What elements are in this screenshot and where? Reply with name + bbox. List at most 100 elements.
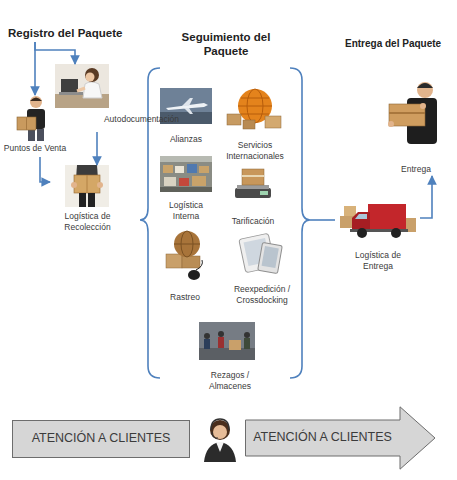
process-item: Rezagos / Almacenes [195,322,265,394]
service-arrow: ATENCIÓN A CLIENTES [245,406,437,470]
text-holder: Seguimiento del Paquete [171,30,281,59]
process-item: Logística Interna [155,156,217,230]
courier-figure [17,96,45,141]
windshield [355,214,367,219]
parcel [340,216,354,228]
tape [389,112,425,114]
parcel [74,175,100,193]
leg [79,193,86,207]
section-heading: Registro del Paquete [8,26,142,42]
node-caption: Rezagos / Almacenes [195,370,265,391]
face [30,96,42,108]
hand [71,182,77,188]
headset [211,419,229,430]
crate [164,177,176,186]
node-caption: Alianzas [155,134,217,145]
right-brace [290,68,310,378]
storage-photo [199,322,255,360]
flow-connector [40,157,50,182]
warehouse-photo [160,156,212,192]
text-holder: Servicios Internacionales [215,140,295,161]
node-caption: ATENCIÓN A CLIENTES [32,431,171,447]
microphone [212,432,218,438]
hair [85,68,99,82]
globe [174,231,200,257]
node-caption: Autodocumentación [103,114,180,125]
process-item: Entrega [385,80,447,176]
jacket [204,442,236,462]
leg [88,193,95,207]
text-holder: Tarificación [222,216,284,227]
ceiling [160,156,212,162]
node-caption: Rastreo [152,292,218,303]
process-item: Logística de Entrega [335,198,420,276]
collar [216,442,224,452]
section-heading: Registro del Paquete [8,26,142,40]
floor [160,187,212,192]
crate [187,164,197,173]
text-holder: Logística Interna [155,200,217,221]
devices-icon [239,233,282,273]
text-holder: ATENCIÓN A CLIENTES [245,420,400,456]
flow-connector [310,219,335,221]
text-holder: Rezagos / Almacenes [195,370,265,391]
node-caption: Tarificación [222,216,284,227]
process-item: Puntos de Venta [2,95,68,157]
process-item: Alianzas [155,88,217,148]
screen [262,246,279,268]
wing [184,108,193,114]
text-holder: Registro del Paquete [8,26,142,40]
text-holder: Puntos de Venta [2,143,68,154]
node-caption: Reexpedición / Crossdocking [222,284,302,305]
parcel [243,120,255,129]
text-holder: Logística de Entrega [343,250,413,271]
parcel [344,206,356,216]
flow-connector [35,42,75,64]
text-holder: Entrega [385,164,447,175]
display [260,191,268,195]
truck-body [368,204,406,230]
agent-figure [204,419,236,462]
node-caption: Puntos de Venta [2,143,68,154]
text-holder: Rastreo [152,292,218,303]
hand [420,103,426,109]
tracking-icon [166,231,202,280]
scale-icon [235,169,271,198]
equator [174,244,200,245]
parcel [166,254,182,268]
parcel [389,104,425,126]
truck-cab [352,212,370,230]
node-caption: Logística Interna [155,200,217,221]
wing [182,98,193,106]
arrow-outline [246,407,436,469]
blouse [83,82,102,98]
parcel [182,256,200,268]
crate [179,178,189,186]
laptop-screen [61,79,78,93]
crate [199,166,209,173]
tape [26,117,27,130]
leg [28,129,35,141]
torso [75,165,99,193]
hair [210,420,230,440]
node-caption: Logística de Recolección [50,211,125,232]
node-caption: Servicios Internacionales [215,140,295,161]
mouse [188,270,200,280]
node-caption: Logística de Entrega [343,250,413,271]
service-band: ATENCIÓN A CLIENTES [12,420,190,458]
photo-bg [160,156,212,192]
worker [204,339,210,349]
hair [417,83,433,88]
text-holder: ATENCIÓN A CLIENTES [13,421,189,457]
scale-base [235,188,271,198]
mouse-cable [196,260,202,270]
worker [218,337,224,348]
hand [388,121,394,127]
parallels [238,98,272,114]
crate [175,166,184,173]
laptop-base [59,92,83,95]
worker [218,331,224,337]
parcel [227,114,241,125]
wheel [357,228,367,238]
crate [192,176,206,186]
